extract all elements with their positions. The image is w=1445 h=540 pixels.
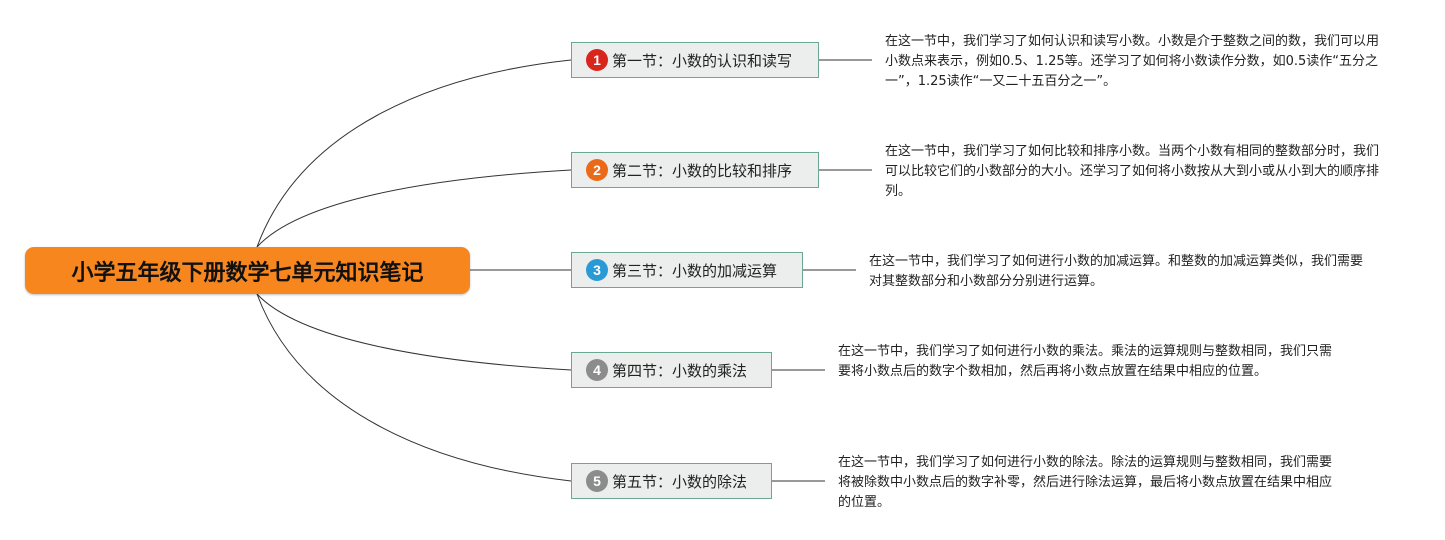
- section-title-1: 第一节：小数的认识和读写: [612, 51, 793, 70]
- section-title-2: 第二节：小数的比较和排序: [612, 161, 793, 180]
- connector-root-section-1: [256, 59, 572, 248]
- root-topic[interactable]: 小学五年级下册数学七单元知识笔记: [25, 247, 470, 294]
- badge-3-icon: 3: [586, 259, 608, 281]
- connector-root-section-5: [256, 293, 572, 482]
- connector-root-section-2: [256, 169, 572, 248]
- section-node-1[interactable]: 1 第一节：小数的认识和读写: [571, 42, 819, 78]
- section-note-4: 在这一节中，我们学习了如何进行小数的乘法。乘法的运算规则与整数相同，我们只需要将…: [838, 344, 1333, 379]
- section-node-4[interactable]: 4 第四节：小数的乘法: [571, 352, 772, 388]
- section-node-2[interactable]: 2 第二节：小数的比较和排序: [571, 152, 819, 188]
- section-note-2: 在这一节中，我们学习了如何比较和排序小数。当两个小数有相同的整数部分时，我们可以…: [885, 144, 1380, 199]
- badge-4-icon: 4: [586, 359, 608, 381]
- section-node-5[interactable]: 5 第五节：小数的除法: [571, 463, 772, 499]
- root-topic-label: 小学五年级下册数学七单元知识笔记: [71, 260, 424, 286]
- badge-2-icon: 2: [586, 159, 608, 181]
- section-node-3[interactable]: 3 第三节：小数的加减运算: [571, 252, 803, 288]
- badge-5-icon: 5: [586, 470, 608, 492]
- section-note-1: 在这一节中，我们学习了如何认识和读写小数。小数是介于整数之间的数，我们可以用小数…: [885, 34, 1380, 89]
- section-title-3: 第三节：小数的加减运算: [612, 261, 778, 280]
- section-note-3: 在这一节中，我们学习了如何进行小数的加减运算。和整数的加减运算类似，我们需要对其…: [869, 254, 1364, 289]
- badge-1-icon: 1: [586, 49, 608, 71]
- section-title-5: 第五节：小数的除法: [612, 472, 748, 491]
- section-title-4: 第四节：小数的乘法: [612, 361, 748, 380]
- connector-root-section-4: [256, 293, 572, 371]
- section-note-5: 在这一节中，我们学习了如何进行小数的除法。除法的运算规则与整数相同，我们需要将被…: [838, 455, 1333, 510]
